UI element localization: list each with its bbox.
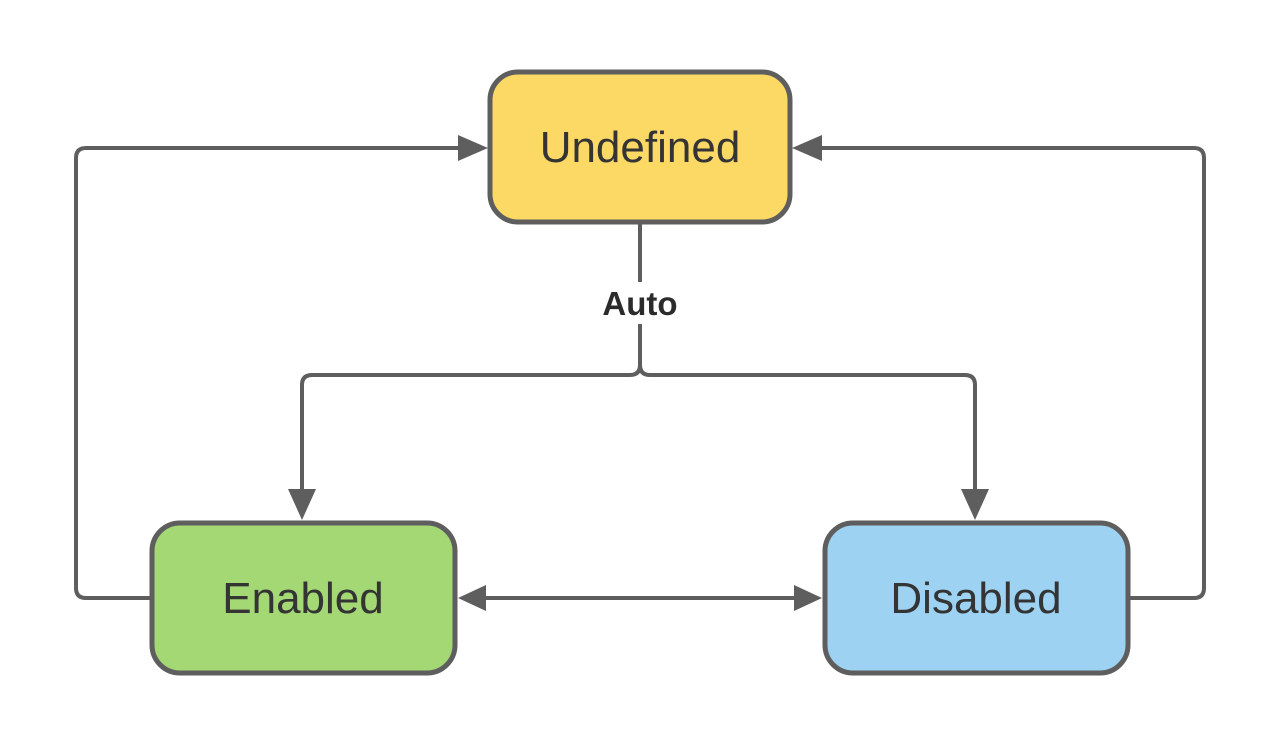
arrowhead-into-enabled-right (458, 585, 486, 611)
arrowhead-into-undefined-left (458, 135, 488, 161)
node-enabled-label: Enabled (222, 574, 383, 623)
node-disabled-label: Disabled (890, 574, 1061, 623)
edge-disabled-to-undefined-line (822, 146, 1206, 600)
edge-label-auto: Auto (602, 285, 677, 322)
arrowhead-into-disabled-top (961, 489, 989, 520)
auto-label-background (602, 282, 678, 324)
edge-undefined-auto-branch: Auto (288, 222, 989, 520)
auto-branch-to-disabled (638, 364, 977, 489)
node-disabled: Disabled (822, 520, 1131, 676)
edge-disabled-to-undefined (792, 135, 1206, 600)
node-undefined-shape (487, 69, 793, 225)
edge-enabled-to-undefined-line (74, 146, 458, 600)
auto-branch-to-enabled (300, 364, 642, 489)
edge-enabled-to-undefined (74, 135, 488, 600)
node-disabled-shape (822, 520, 1131, 676)
node-undefined: Undefined (487, 69, 793, 225)
node-enabled: Enabled (149, 520, 458, 676)
arrowhead-into-undefined-right (792, 135, 822, 161)
node-undefined-label: Undefined (540, 123, 741, 172)
arrowhead-into-enabled-top (288, 489, 316, 520)
node-enabled-shape (149, 520, 458, 676)
edge-enabled-disabled-bidirectional (458, 585, 822, 611)
arrowhead-into-disabled-left (794, 585, 822, 611)
